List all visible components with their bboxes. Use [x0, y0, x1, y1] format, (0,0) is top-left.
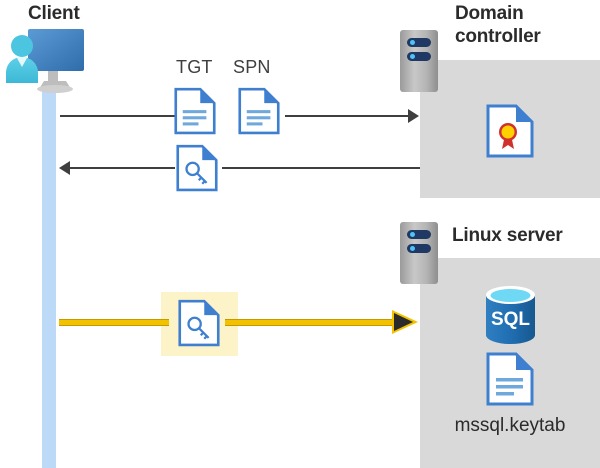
server-led-dot: [410, 246, 415, 251]
spn-label: SPN: [233, 57, 271, 77]
tgt-label: TGT: [176, 57, 213, 77]
request-arrow-segment: [60, 115, 175, 117]
server-led-pill: [407, 52, 431, 61]
response-arrow-segment: [70, 167, 175, 169]
keytab-filename-label: mssql.keytab: [454, 415, 566, 436]
key-document-icon: [176, 144, 218, 197]
auth-arrow-segment: [59, 319, 169, 326]
domain-controller-title-line2: controller: [455, 26, 541, 47]
server-led-pill: [407, 38, 431, 47]
sql-database-label: SQL: [491, 309, 530, 330]
linux-server-title: Linux server: [452, 225, 563, 246]
certificate-document-icon: [486, 104, 534, 163]
auth-arrow-segment: [225, 319, 395, 326]
server-led-dot: [410, 40, 415, 45]
domain-controller-server-icon: [400, 30, 438, 92]
domain-controller-title-line1: Domain: [455, 3, 524, 24]
domain-controller-title: Domain controller: [455, 2, 595, 48]
server-led-dot: [410, 54, 415, 59]
sql-database-icon: SQL: [483, 285, 538, 350]
response-arrow-segment: [222, 167, 420, 169]
auth-arrowhead-inner: [394, 313, 413, 331]
server-led-dot: [410, 232, 415, 237]
request-arrow-segment: [285, 115, 409, 117]
client-lifeline: [42, 84, 56, 468]
server-led-pill: [407, 230, 431, 239]
workstation-user-icon: [4, 27, 98, 95]
keytab-document-icon: [486, 352, 534, 411]
auth-key-document-icon: [178, 298, 220, 353]
client-title: Client: [28, 3, 80, 24]
request-arrowhead: [408, 109, 419, 123]
response-arrowhead: [59, 161, 70, 175]
tgt-document-icon: [174, 87, 216, 140]
spn-document-icon: [238, 87, 280, 140]
linux-server-icon: [400, 222, 438, 284]
server-led-pill: [407, 244, 431, 253]
